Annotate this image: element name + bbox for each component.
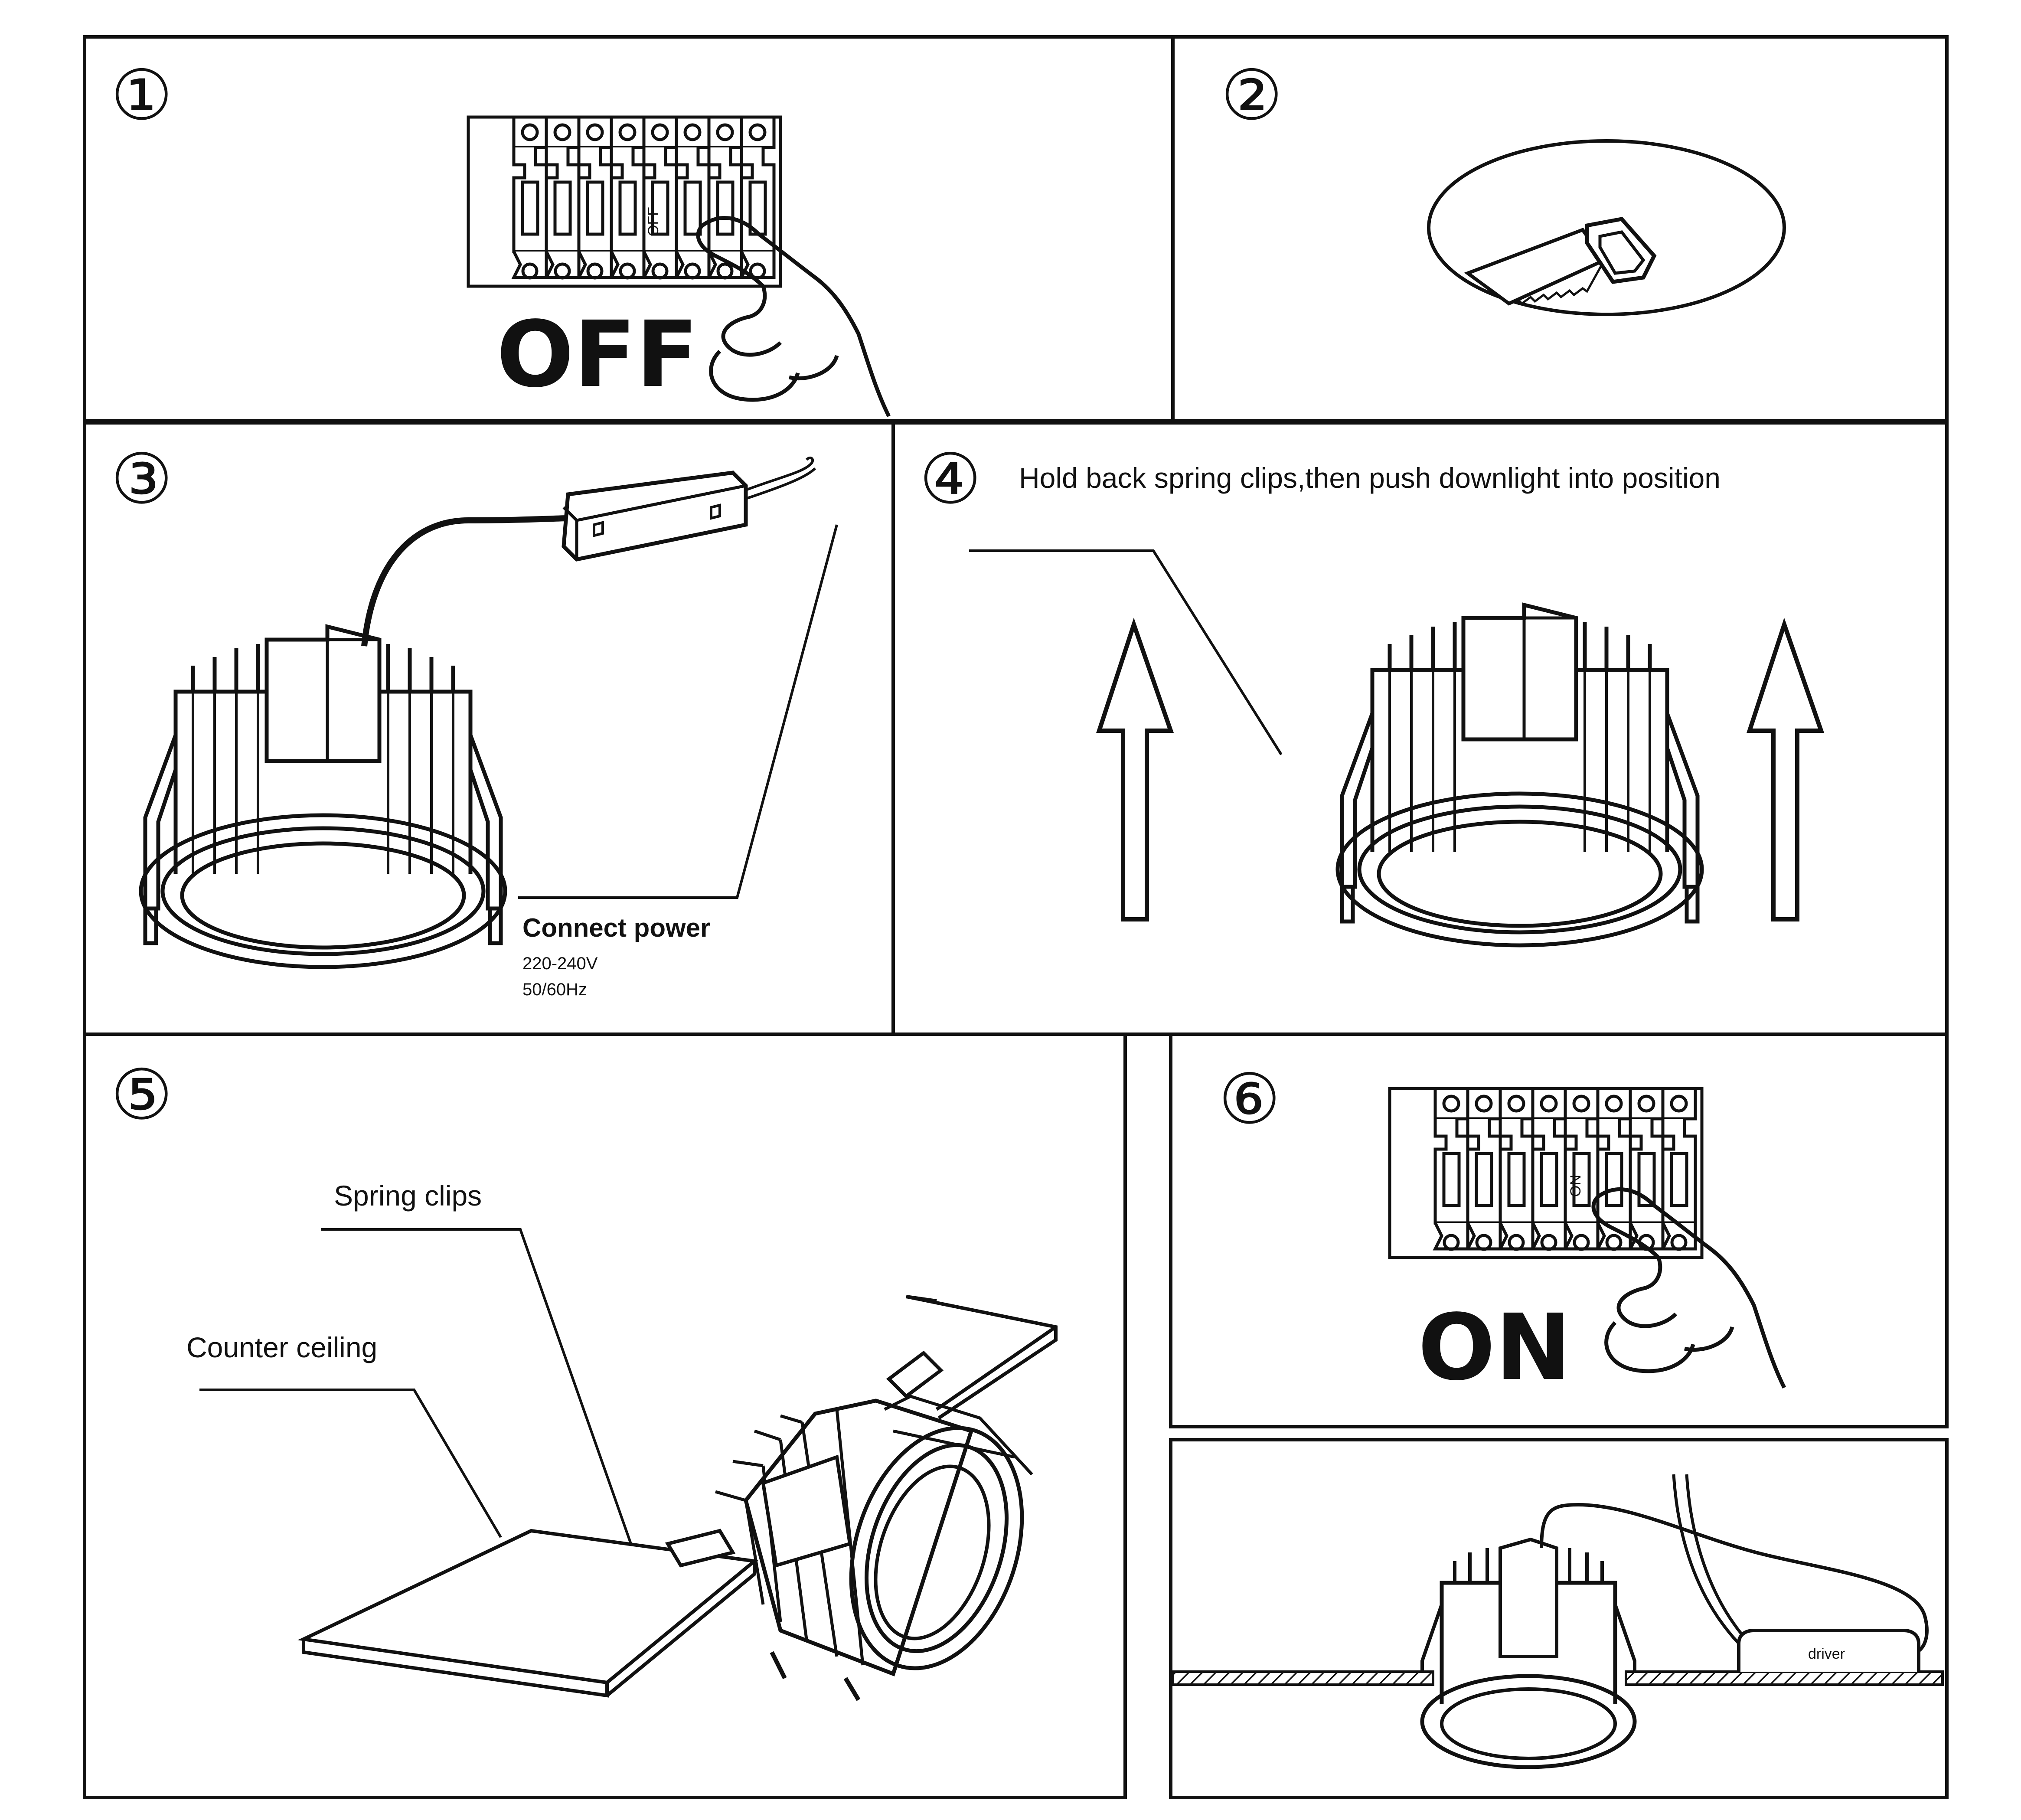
downlight-icon xyxy=(1420,1537,1637,1769)
driver-box: driver xyxy=(1737,1629,1920,1672)
frequency-text: 50/60Hz xyxy=(522,980,587,999)
step2-panel: ② xyxy=(1171,35,1949,422)
step2-number: ② xyxy=(1221,55,1283,136)
connect-power-title: Connect power xyxy=(522,913,710,942)
step5-panel: ⑤ Spring clips Counter ceiling xyxy=(83,1033,1127,1799)
step5-number: ⑤ xyxy=(111,1054,173,1135)
step1-panel: ① OFF OFF xyxy=(83,35,1175,422)
ceiling-section xyxy=(1625,1670,1944,1686)
downlight-icon xyxy=(1338,605,1702,945)
counter-ceiling-label: Counter ceiling xyxy=(186,1331,377,1363)
switch-off-tag: OFF xyxy=(645,207,662,236)
driver-box-icon xyxy=(562,456,816,562)
step4-number: ④ xyxy=(919,438,981,520)
mains-cable xyxy=(1672,1474,1753,1649)
step4-panel: ④ Hold back spring clips,then push downl… xyxy=(891,421,1949,1036)
installed-view-panel: driver xyxy=(1169,1438,1949,1799)
voltage-text: 220-240V xyxy=(522,954,598,973)
step6-number: ⑥ xyxy=(1218,1059,1280,1140)
spring-clips-label: Spring clips xyxy=(334,1180,482,1212)
driver-cable xyxy=(1540,1503,1929,1654)
callout-line xyxy=(518,524,838,899)
off-label: OFF xyxy=(496,301,698,408)
step4-instruction: Hold back spring clips,then push downlig… xyxy=(1019,462,1721,494)
saw-icon xyxy=(1464,217,1657,306)
circuit-breaker-panel xyxy=(468,117,780,286)
step6-panel: ⑥ ON ON xyxy=(1169,1033,1949,1428)
step1-number: ① xyxy=(111,55,173,136)
step3-number: ③ xyxy=(111,438,173,520)
switch-on-tag: ON xyxy=(1567,1175,1584,1197)
tilted-downlight-icon xyxy=(665,1350,1033,1701)
ceiling-board xyxy=(297,1295,1058,1698)
arrow-up-icon xyxy=(1747,618,1825,921)
downlight-icon xyxy=(141,627,505,967)
driver-label: driver xyxy=(1808,1646,1845,1662)
step3-panel: ③ Connect power 220-240V 50/60Hz xyxy=(83,421,895,1036)
on-label: ON xyxy=(1418,1294,1571,1401)
circuit-breaker-panel xyxy=(1390,1088,1702,1258)
ceiling-section xyxy=(1172,1670,1434,1686)
spring-clip-callout xyxy=(969,549,1283,755)
arrow-up-icon xyxy=(1096,618,1174,921)
power-cable xyxy=(361,515,568,647)
